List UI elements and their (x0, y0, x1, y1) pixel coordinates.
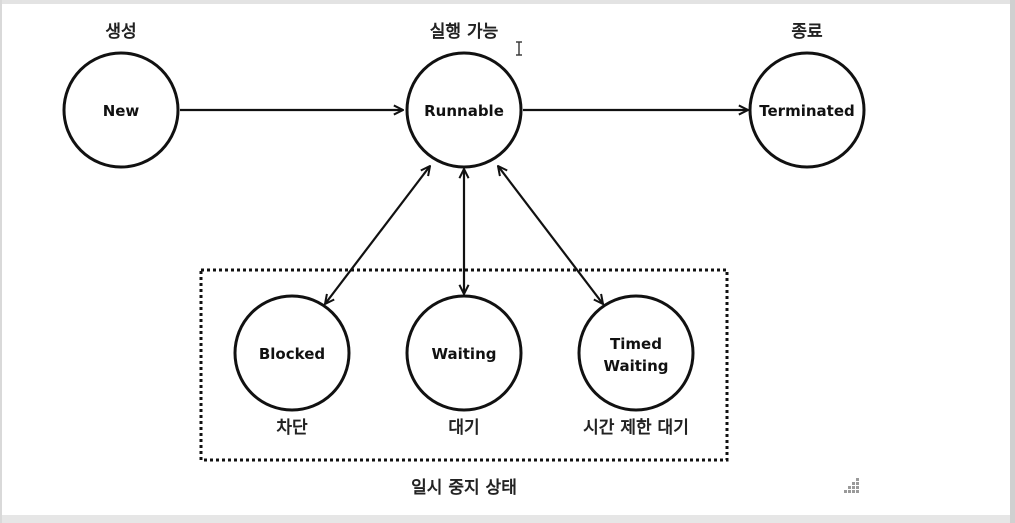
edge-runnable-blocked (325, 166, 430, 304)
caption-timed-waiting: 시간 제한 대기 (583, 418, 689, 438)
node-timed-waiting-label-line2: Waiting (603, 357, 668, 375)
caption-new: 생성 (105, 22, 136, 42)
window-frame-bottom (0, 515, 1015, 523)
node-waiting (405, 294, 523, 412)
node-terminated-label: Terminated (759, 102, 854, 120)
node-blocked (233, 294, 351, 412)
node-runnable-label: Runnable (424, 102, 504, 120)
caption-waiting: 대기 (448, 418, 479, 438)
caption-runnable: 실행 가능 (430, 22, 499, 42)
node-waiting-label: Waiting (431, 345, 496, 363)
node-terminated (748, 51, 866, 169)
paused-states-group-box (199, 268, 729, 462)
node-timed-waiting (577, 294, 695, 412)
window-frame-top (0, 0, 1015, 4)
caption-terminated: 종료 (791, 22, 823, 42)
resize-grip-icon[interactable] (844, 478, 859, 493)
edge-runnable-timed-waiting (498, 166, 603, 304)
i-beam-cursor-icon (516, 41, 522, 56)
window-frame-left (0, 0, 2, 523)
node-timed-waiting-label-line1: Timed (610, 335, 662, 353)
node-blocked-label: Blocked (259, 345, 325, 363)
node-runnable (405, 51, 523, 169)
window-frame-right (1010, 0, 1015, 523)
node-new (62, 51, 180, 169)
caption-blocked: 차단 (276, 418, 308, 438)
node-new-label: New (103, 102, 140, 120)
caption-paused-group: 일시 중지 상태 (411, 478, 517, 498)
